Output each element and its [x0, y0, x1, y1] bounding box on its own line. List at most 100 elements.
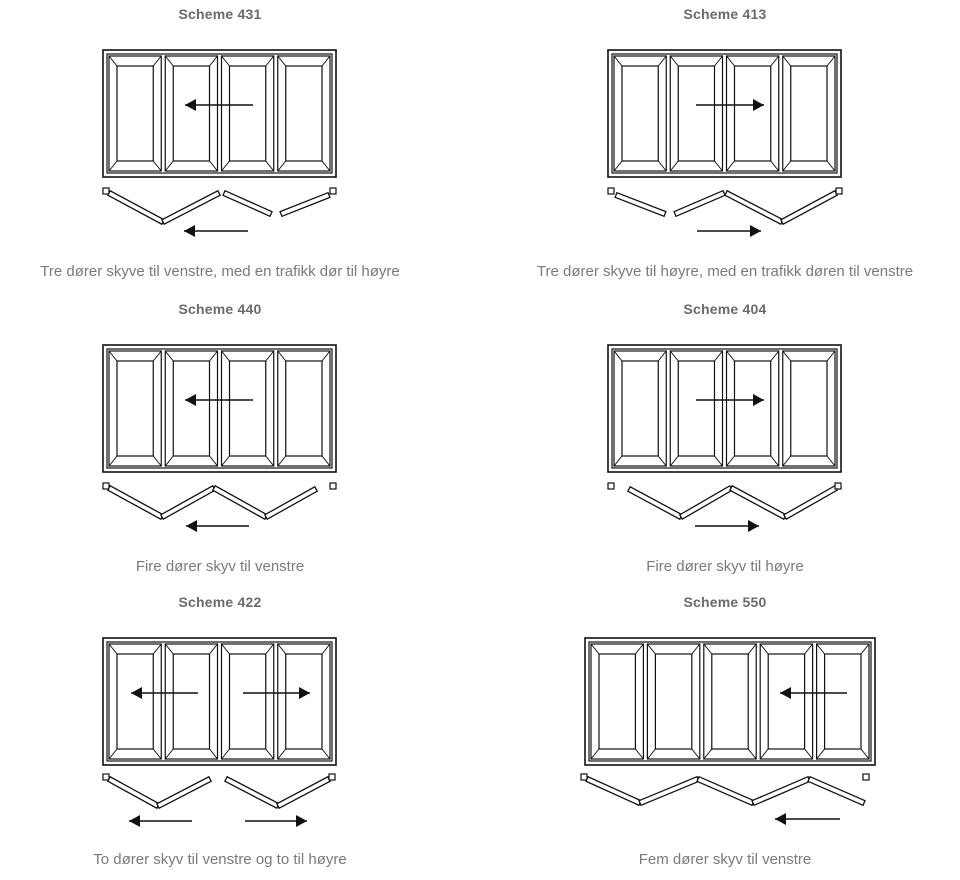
bevel-line: [277, 643, 287, 655]
door-panel: [816, 643, 870, 760]
scheme-title: Scheme 413: [683, 6, 767, 22]
bevel-line: [108, 160, 118, 172]
frame-outer: [607, 344, 842, 473]
door-leaf: [678, 484, 734, 521]
door-leaf: [638, 775, 700, 807]
glass-pane: [733, 360, 772, 457]
scheme-description: Fem dører skyv til venstre: [638, 851, 812, 868]
door-leaf: [159, 484, 217, 521]
bevel-line: [826, 55, 836, 67]
door-panel: [613, 350, 667, 467]
glass-pane: [654, 653, 693, 750]
scheme-description: To dører skyv til venstre og to til høyr…: [93, 851, 347, 868]
glass-pane: [767, 653, 806, 750]
plan-arrow-right-head: [296, 815, 307, 827]
bevel-line: [691, 643, 701, 655]
bevel-line: [726, 350, 735, 362]
scheme-description: Fire dører skyv til høyre: [646, 558, 804, 575]
door-leaf: [728, 484, 788, 521]
door-diagram: [607, 344, 842, 532]
bevel-line: [277, 455, 287, 467]
bevel-line: [321, 55, 331, 67]
door-panel: [108, 643, 162, 760]
pivot-square: [862, 773, 870, 781]
pivot-square: [328, 773, 336, 781]
bevel-line: [321, 748, 331, 760]
bevel-line: [221, 643, 230, 655]
plan-arrow-right-head: [748, 520, 759, 532]
door-panel: [220, 350, 275, 467]
pivot-square: [607, 482, 615, 490]
pivot-square: [329, 482, 337, 490]
bevel-line: [657, 55, 667, 67]
bevel-line: [164, 748, 174, 760]
door-panel: [164, 643, 219, 760]
pivot-square: [835, 187, 843, 195]
glass-pane: [172, 65, 211, 162]
pivot-square: [102, 482, 110, 490]
glass-pane: [285, 65, 323, 162]
door-leaf: [807, 775, 866, 807]
frame-inner: [611, 53, 838, 174]
bevel-line: [816, 748, 825, 760]
glass-pane: [285, 653, 323, 750]
bevel-line: [265, 55, 275, 67]
door-leaf: [155, 775, 213, 810]
glass-pane: [711, 653, 749, 750]
door-panel: [108, 350, 162, 467]
bevel-line: [714, 160, 723, 172]
glass-pane: [228, 653, 267, 750]
bevel-line: [164, 160, 174, 172]
bevel-line: [265, 643, 275, 655]
door-leaf: [223, 775, 281, 810]
bevel-line: [782, 160, 792, 172]
glass-pane: [285, 360, 323, 457]
scheme-413: Scheme 413 Tre dører skyve til høyre, me…: [505, 0, 945, 290]
glass-pane: [621, 65, 659, 162]
bevel-line: [726, 55, 735, 67]
door-panel: [220, 55, 275, 172]
pivot-square: [580, 773, 588, 781]
bevel-line: [613, 160, 623, 172]
scheme-404: Scheme 404 Fire dører skyv til høyre: [505, 295, 945, 585]
frame-inner: [106, 53, 333, 174]
bevel-line: [209, 748, 218, 760]
bevel-line: [152, 455, 162, 467]
glass-pane: [228, 65, 267, 162]
glass-pane: [677, 360, 716, 457]
frame-inner: [611, 348, 838, 469]
door-leaf: [673, 189, 726, 218]
door-diagram: [102, 637, 337, 827]
bevel-line: [826, 455, 836, 467]
door-leaf: [263, 485, 319, 521]
scheme-title: Scheme 431: [178, 6, 262, 22]
door-diagram: [102, 49, 337, 237]
bevel-line: [590, 748, 600, 760]
bevel-line: [209, 160, 218, 172]
bevel-line: [321, 643, 331, 655]
bevel-line: [152, 643, 162, 655]
plan-arrow-right-head: [750, 225, 761, 237]
glass-pane: [228, 360, 267, 457]
door-panel: [590, 643, 645, 760]
bevel-line: [164, 643, 174, 655]
bevel-line: [770, 455, 780, 467]
scheme-title: Scheme 422: [178, 594, 262, 610]
bevel-line: [209, 55, 218, 67]
door-panel: [164, 350, 219, 467]
scheme-431: Scheme 431 Tre dører skyve til venstre, …: [0, 0, 440, 290]
slide-arrow-left-head: [185, 394, 196, 406]
bevel-line: [747, 643, 757, 655]
bevel-line: [714, 55, 723, 67]
plan-arrow-left-head: [129, 815, 140, 827]
bevel-line: [277, 748, 287, 760]
bevel-line: [860, 748, 870, 760]
glass-pane: [824, 653, 862, 750]
bevel-line: [613, 55, 623, 67]
bevel-line: [804, 748, 813, 760]
pivot-square: [329, 187, 337, 195]
bevel-line: [826, 160, 836, 172]
bevel-line: [152, 748, 162, 760]
bevel-line: [152, 350, 162, 362]
bevel-line: [265, 748, 275, 760]
